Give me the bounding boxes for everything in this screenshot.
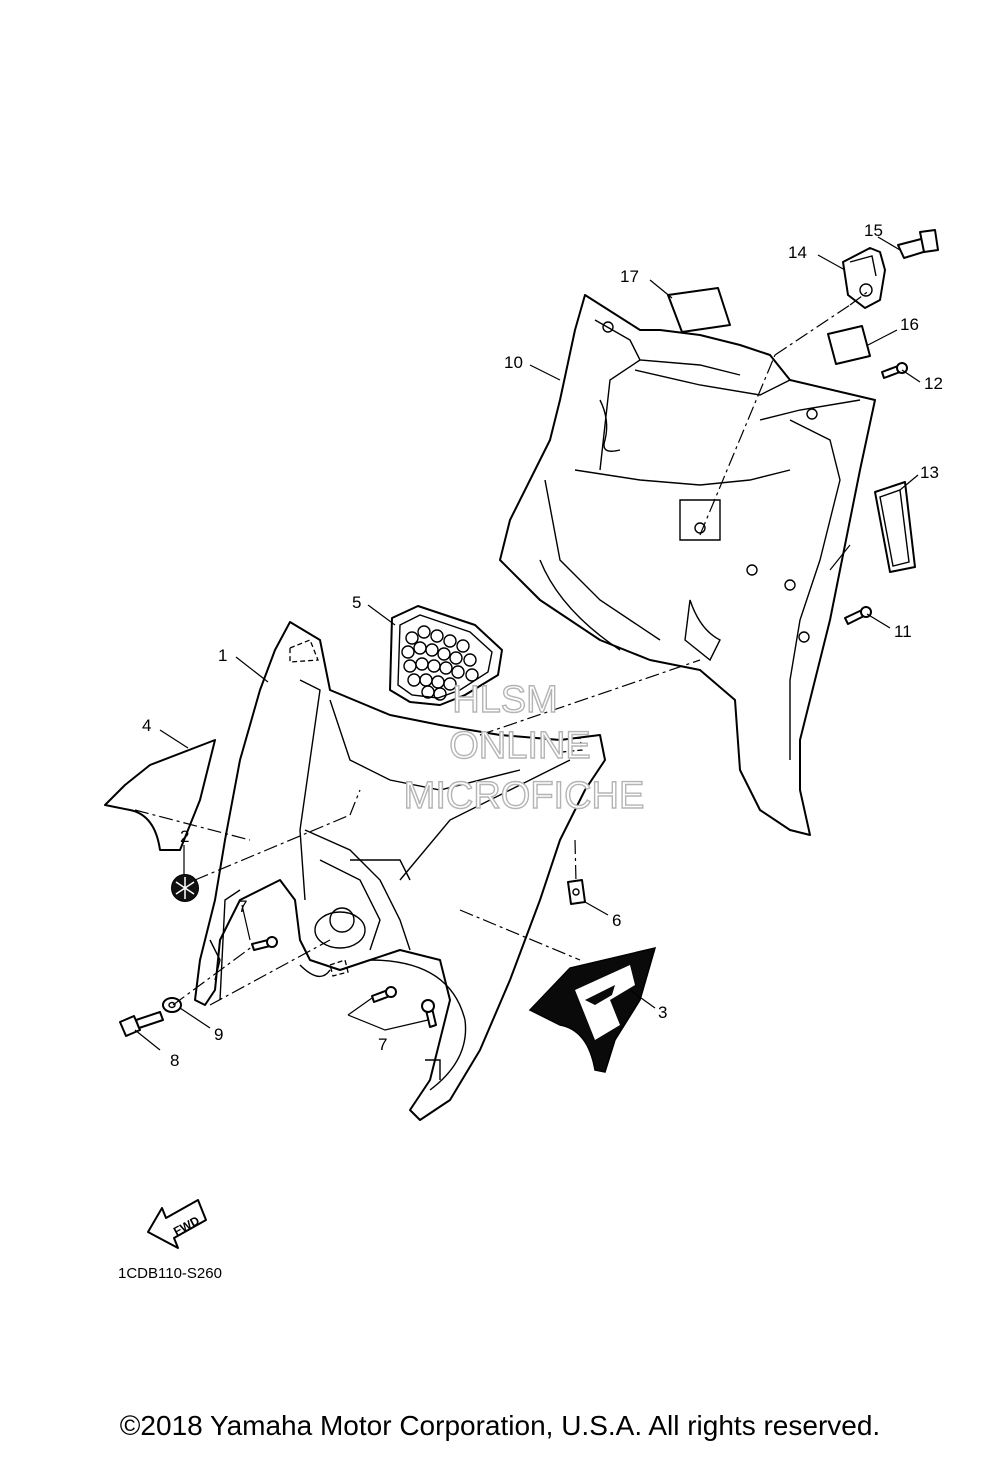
callout-3: 3 (658, 1003, 667, 1022)
callout-1: 1 (218, 646, 227, 665)
part-8-bolt (119, 1011, 164, 1037)
part-9-washer (162, 997, 182, 1013)
callout-2: 2 (180, 827, 189, 846)
part-1-front-cover (194, 621, 606, 1121)
fwd-arrow-icon: FWD (147, 1199, 207, 1249)
part-12-screw (881, 362, 908, 379)
copyright-notice: ©2018 Yamaha Motor Corporation, U.S.A. A… (119, 1410, 881, 1441)
part-14-hook (842, 247, 886, 309)
callout-6: 6 (612, 911, 621, 930)
callout-10: 10 (504, 353, 523, 372)
callout-8: 8 (170, 1051, 179, 1070)
callout-15: 15 (864, 221, 883, 240)
callout-16: 16 (900, 315, 919, 334)
part-16-label (827, 325, 871, 365)
callout-12: 12 (924, 374, 943, 393)
part-7-screw-a (251, 936, 278, 951)
part-17-label (667, 287, 731, 333)
part-2-emblem (171, 874, 199, 902)
watermark-line-3: MICROFICHE (404, 775, 645, 817)
callout-14: 14 (788, 243, 807, 262)
part-4-side-panel (104, 739, 216, 851)
part-13-seal (874, 481, 916, 573)
part-5-grille (389, 605, 503, 706)
part-7-screw-b (371, 986, 397, 1003)
diagram-code: 1CDB110-S260 (118, 1265, 222, 1282)
part-11-screw (844, 606, 872, 625)
callout-11: 11 (894, 622, 912, 641)
part-7-screw-c (421, 999, 437, 1028)
watermark-line-1: HLSM (452, 679, 558, 721)
part-15-bolt (897, 229, 939, 259)
part-10-leg-shield (499, 294, 876, 836)
part-6-clip (567, 879, 586, 905)
watermark-line-2: ONLINE (449, 725, 590, 767)
callout-9: 9 (214, 1025, 223, 1044)
callout-7a: 7 (238, 897, 247, 916)
callout-17: 17 (620, 267, 639, 286)
part-3-decal (528, 946, 657, 1073)
callout-5: 5 (352, 593, 361, 612)
callout-13: 13 (920, 463, 939, 482)
callout-4: 4 (142, 716, 151, 735)
callout-7b: 7 (378, 1035, 387, 1054)
